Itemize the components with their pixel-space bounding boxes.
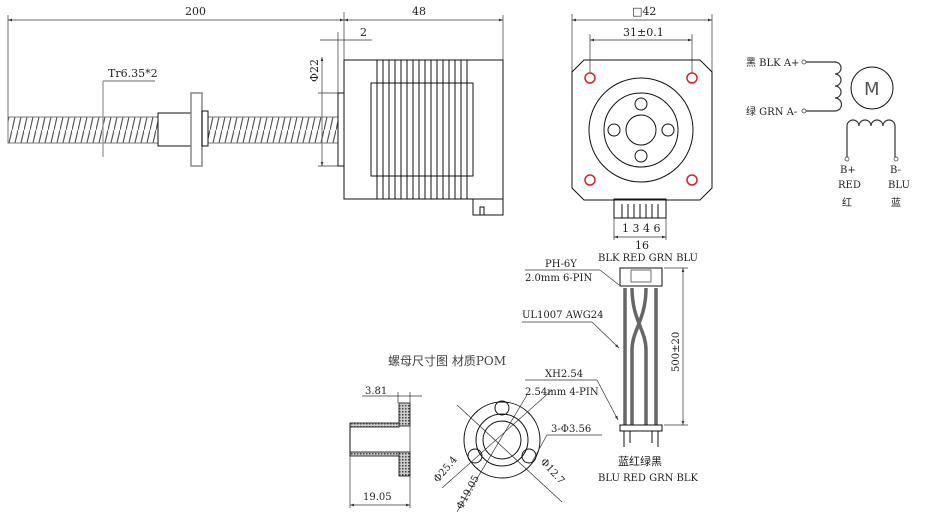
cable-length: 500±20 <box>671 332 682 372</box>
wire-spec: UL1007 AWG24 <box>522 310 604 321</box>
connector-xh <box>623 430 659 447</box>
wire-b-minus-cn: 蓝 <box>891 197 901 209</box>
connector1-model: PH-6Y <box>545 259 577 270</box>
dim-motor-length: 48 <box>412 5 426 18</box>
wire-a-minus: 绿 GRN A- <box>746 105 797 118</box>
dim-body-diameter: Φ12.7 <box>538 457 567 487</box>
motor-symbol <box>850 66 894 110</box>
coil-b <box>846 119 896 157</box>
thread-spec: Tr6.35*2 <box>108 67 158 80</box>
connector-pins: 1 3 4 6 <box>622 222 660 235</box>
wire-b-plus-cn: 红 <box>842 196 852 209</box>
coil-a <box>806 61 843 112</box>
side-view: 200 48 2 Φ22 Tr6.35*2 <box>7 5 504 216</box>
dim-nut-length: 19.05 <box>363 492 392 503</box>
connector2-spec: 2.54mm 4-PIN <box>525 387 599 398</box>
wire-b-minus-color: BLU <box>888 180 910 191</box>
connector-colors: BLK RED GRN BLU <box>598 253 698 264</box>
motor-body <box>343 59 504 200</box>
mount-hole <box>584 72 596 84</box>
connector2-model: XH2.54 <box>545 369 583 380</box>
nut-title: 螺母尺寸图 材质POM <box>388 354 506 368</box>
dim-flange-diameter: Φ25.4 <box>432 455 460 485</box>
dim-nut-holes: 3-Φ3.56 <box>551 424 591 435</box>
nut <box>157 112 192 147</box>
wiring-diagram: 黑 BLK A+ 绿 GRN A- M B+ RED 红 B- BLU 蓝 <box>746 57 910 209</box>
wire-b-plus-pin: B+ <box>840 165 856 176</box>
wire-b-plus-color: RED <box>838 180 861 191</box>
cable-assembly: PH-6Y 2.0mm 6-PIN UL1007 AWG24 500±20 XH… <box>522 259 699 484</box>
dim-pcd: Φ19.05 <box>455 474 482 512</box>
connector1-spec: 2.0mm 6-PIN <box>525 273 592 284</box>
nut-flange <box>463 401 541 479</box>
dim-flange-thickness: 3.81 <box>365 386 387 397</box>
front-view: □42 31±0.1 1 3 4 6 16 BLK RED GRN BLU <box>571 5 713 264</box>
motor-faceplate <box>571 59 713 201</box>
svg-text:M: M <box>864 79 880 100</box>
end-colors-en: BLU RED GRN BLK <box>598 473 699 484</box>
connector-ph <box>619 267 663 287</box>
dim-square: □42 <box>632 5 656 18</box>
dim-hole-spacing: 31±0.1 <box>623 26 664 39</box>
wire-b-minus-pin: B- <box>890 165 901 176</box>
dim-boss-height: 2 <box>360 26 367 39</box>
dim-screw-length: 200 <box>185 5 206 18</box>
dim-connector-width: 16 <box>635 239 649 252</box>
dim-boss-diameter: Φ22 <box>308 59 321 82</box>
lead-screw <box>7 116 159 144</box>
end-colors-cn: 蓝红绿黑 <box>618 454 662 468</box>
wire-a-plus: 黑 BLK A+ <box>746 57 799 69</box>
